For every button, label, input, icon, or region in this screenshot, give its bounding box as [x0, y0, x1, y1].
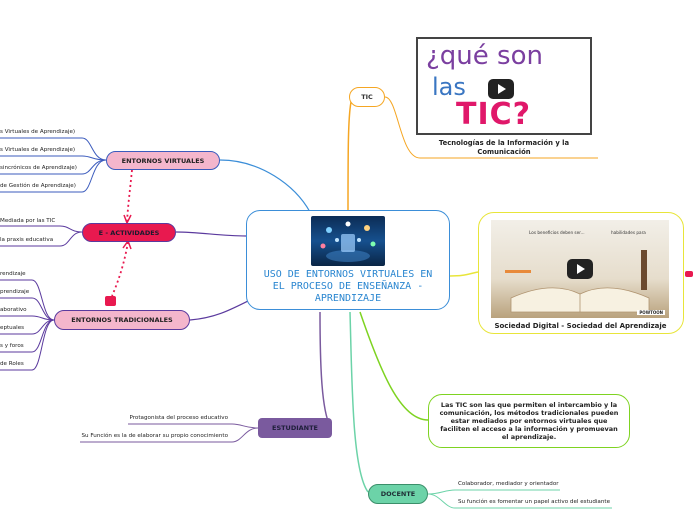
- estudiante-node[interactable]: ESTUDIANTE: [258, 418, 332, 438]
- docente-node[interactable]: DOCENTE: [368, 484, 428, 504]
- et-item-2: prendizaje: [0, 289, 30, 295]
- tic-image[interactable]: ¿qué son las TIC?: [416, 37, 592, 135]
- et-item-5: s y foros: [0, 343, 24, 349]
- ea-item-2: la praxis educativa: [0, 237, 54, 243]
- docente-label: DOCENTE: [380, 490, 416, 498]
- entornos-virtuales-label: ENTORNOS VIRTUALES: [121, 156, 205, 165]
- tic-image-text-2a: las: [432, 73, 466, 101]
- et-item-1: rendizaje: [0, 271, 26, 277]
- estudiante-label: ESTUDIANTE: [272, 424, 318, 432]
- info-box[interactable]: Las TIC son las que permiten el intercam…: [428, 394, 630, 448]
- video-play-icon[interactable]: [567, 259, 593, 279]
- ev-item-3: sincrónicos de Aprendizaje): [0, 165, 77, 171]
- ev-item-1: s Virtuales de Aprendizaje): [0, 129, 76, 135]
- tic-image-text-2b: TIC?: [456, 97, 532, 132]
- video-overlay-left: Los beneficios deben ser...: [529, 230, 585, 235]
- entornos-tradicionales-node[interactable]: ENTORNOS TRADICIONALES: [54, 310, 190, 330]
- video-card[interactable]: Los beneficios deben ser... habilidades …: [478, 212, 684, 334]
- tic-play-icon[interactable]: [488, 79, 514, 99]
- video-thumbnail[interactable]: Los beneficios deben ser... habilidades …: [491, 220, 669, 318]
- et-item-3: aborativo: [0, 307, 27, 313]
- central-topic[interactable]: USO DE ENTORNOS VIRTUALES EN EL PROCESO …: [246, 210, 450, 310]
- ev-item-2: s Virtuales de Aprendizaje): [0, 147, 76, 153]
- video-brand: POWTOON: [637, 310, 665, 315]
- collapse-marker[interactable]: [685, 271, 693, 277]
- e-actividades-node[interactable]: E - ACTIVIDADES: [82, 223, 176, 242]
- et-item-6: de Roles: [0, 361, 24, 367]
- e-actividades-label: E - ACTIVIDADES: [98, 228, 160, 237]
- docente-item-1: Colaborador, mediador y orientador: [458, 481, 559, 487]
- estudiante-item-1: Protagonista del proceso educativo: [129, 415, 228, 421]
- video-caption: Sociedad Digital - Sociedad del Aprendiz…: [494, 322, 667, 330]
- entornos-virtuales-node[interactable]: ENTORNOS VIRTUALES: [106, 151, 220, 170]
- tradicionales-marker: [105, 296, 116, 306]
- tic-image-text-1: ¿qué son: [426, 41, 543, 71]
- et-item-4: eptuales: [0, 325, 25, 331]
- ev-item-4: de Gestión de Aprendizaje): [0, 183, 76, 189]
- info-text: Las TIC son las que permiten el intercam…: [439, 401, 619, 441]
- entornos-tradicionales-label: ENTORNOS TRADICIONALES: [71, 316, 173, 324]
- estudiante-item-2: Su Función es la de elaborar su propio c…: [81, 433, 228, 439]
- central-title: USO DE ENTORNOS VIRTUALES EN EL PROCESO …: [263, 268, 433, 304]
- ea-item-1: Mediada por las TIC: [0, 218, 56, 224]
- central-image: [311, 215, 385, 266]
- tic-caption: Tecnologías de la Información y la Comun…: [438, 139, 570, 156]
- tic-node[interactable]: TIC: [349, 87, 385, 107]
- video-overlay-right: habilidades para: [611, 230, 646, 235]
- tic-label: TIC: [361, 93, 373, 101]
- docente-item-2: Su función es fomentar un papel activo d…: [458, 499, 611, 505]
